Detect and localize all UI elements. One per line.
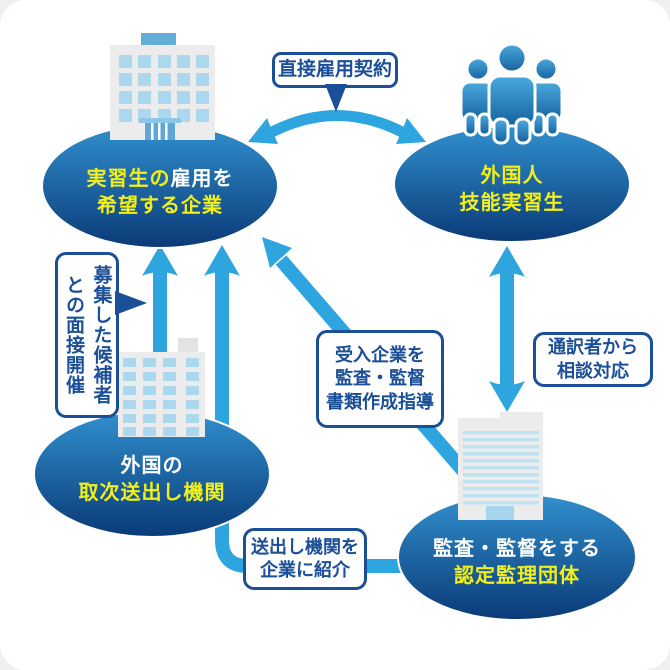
office-building-icon (118, 338, 205, 437)
interpreter-bubble: 通訳者から 相談対応 (533, 332, 653, 387)
direct-contract-bubble: 直接雇用契約 (272, 52, 398, 88)
node-supervising-org-label: 監査・監督をする 認定監理団体 (433, 538, 601, 587)
interview-bubble: 募集した候補者との面接開催 (55, 252, 119, 418)
interview-vertical-text: 募集した候補者との面接開催 (63, 265, 112, 405)
interview-pointer (115, 291, 147, 315)
audit-bubble: 受入企業を 監査・監督 書類作成指導 (316, 330, 444, 428)
node-company-label: 実習生の雇用を 希望する企業 (87, 166, 234, 220)
node-trainees-label: 外国人 技能実習生 (459, 165, 565, 214)
office-building-icon (110, 33, 215, 140)
company-label-plain: 雇用を (170, 168, 234, 190)
company-label-highlight: 実習生の (86, 168, 171, 190)
arrow-direct-contract (248, 110, 426, 144)
introduce-bubble: 送出し機関を 企業に紹介 (243, 528, 367, 590)
node-sending-org-label: 外国の 取次送出し機関 (78, 455, 226, 504)
company-label-line2: 希望する企業 (97, 195, 223, 217)
arrow-interpreter (489, 246, 525, 412)
highrise-building-icon (458, 412, 543, 520)
people-group-icon (459, 42, 564, 145)
node-ellipses (33, 123, 637, 621)
direct-contract-pointer (325, 84, 347, 112)
person-center (487, 42, 537, 145)
